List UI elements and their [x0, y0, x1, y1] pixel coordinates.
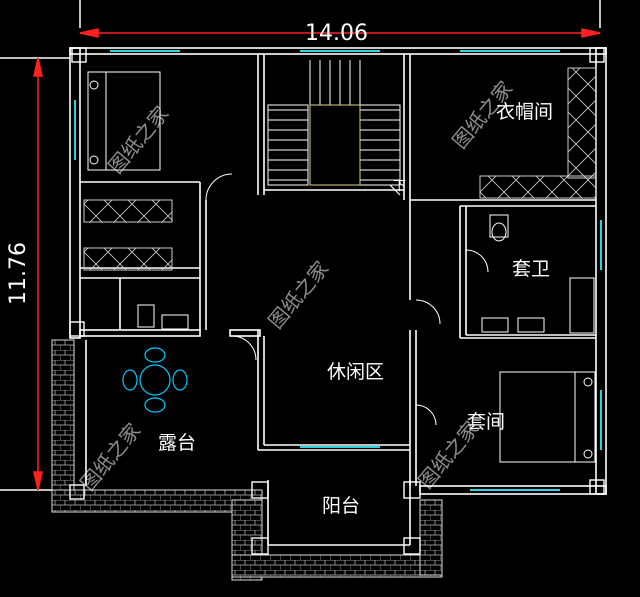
- room-label-suite-bath: 套卫: [512, 258, 550, 280]
- patio-table: [122, 347, 188, 413]
- beds: [87, 71, 596, 463]
- cloakroom-wardrobes: [83, 67, 597, 271]
- terrace-railing: [51, 339, 443, 581]
- doors: [205, 173, 489, 426]
- room-label-terrace: 露台: [158, 432, 196, 454]
- bath-fixtures: [137, 214, 595, 334]
- room-label-leisure: 休闲区: [327, 361, 384, 383]
- windows: [74, 50, 602, 491]
- dimension-lines: [0, 0, 601, 491]
- room-label-suite-bedroom: 套间: [467, 411, 505, 433]
- svg-text:图纸之家: 图纸之家: [263, 257, 333, 334]
- svg-text:图纸之家: 图纸之家: [413, 417, 483, 494]
- width-dimension: 14.06: [305, 21, 368, 46]
- staircase: [267, 60, 401, 196]
- svg-text:图纸之家: 图纸之家: [103, 102, 173, 179]
- stair-down-label: 下: [393, 179, 406, 194]
- height-dimension: 11.76: [6, 242, 31, 305]
- room-label-balcony: 阳台: [322, 495, 360, 517]
- watermarks: 图纸之家 图纸之家 图纸之家 图纸之家 图纸之家: [75, 77, 517, 496]
- room-label-cloakroom: 衣帽间: [496, 101, 553, 123]
- columns: [69, 47, 605, 555]
